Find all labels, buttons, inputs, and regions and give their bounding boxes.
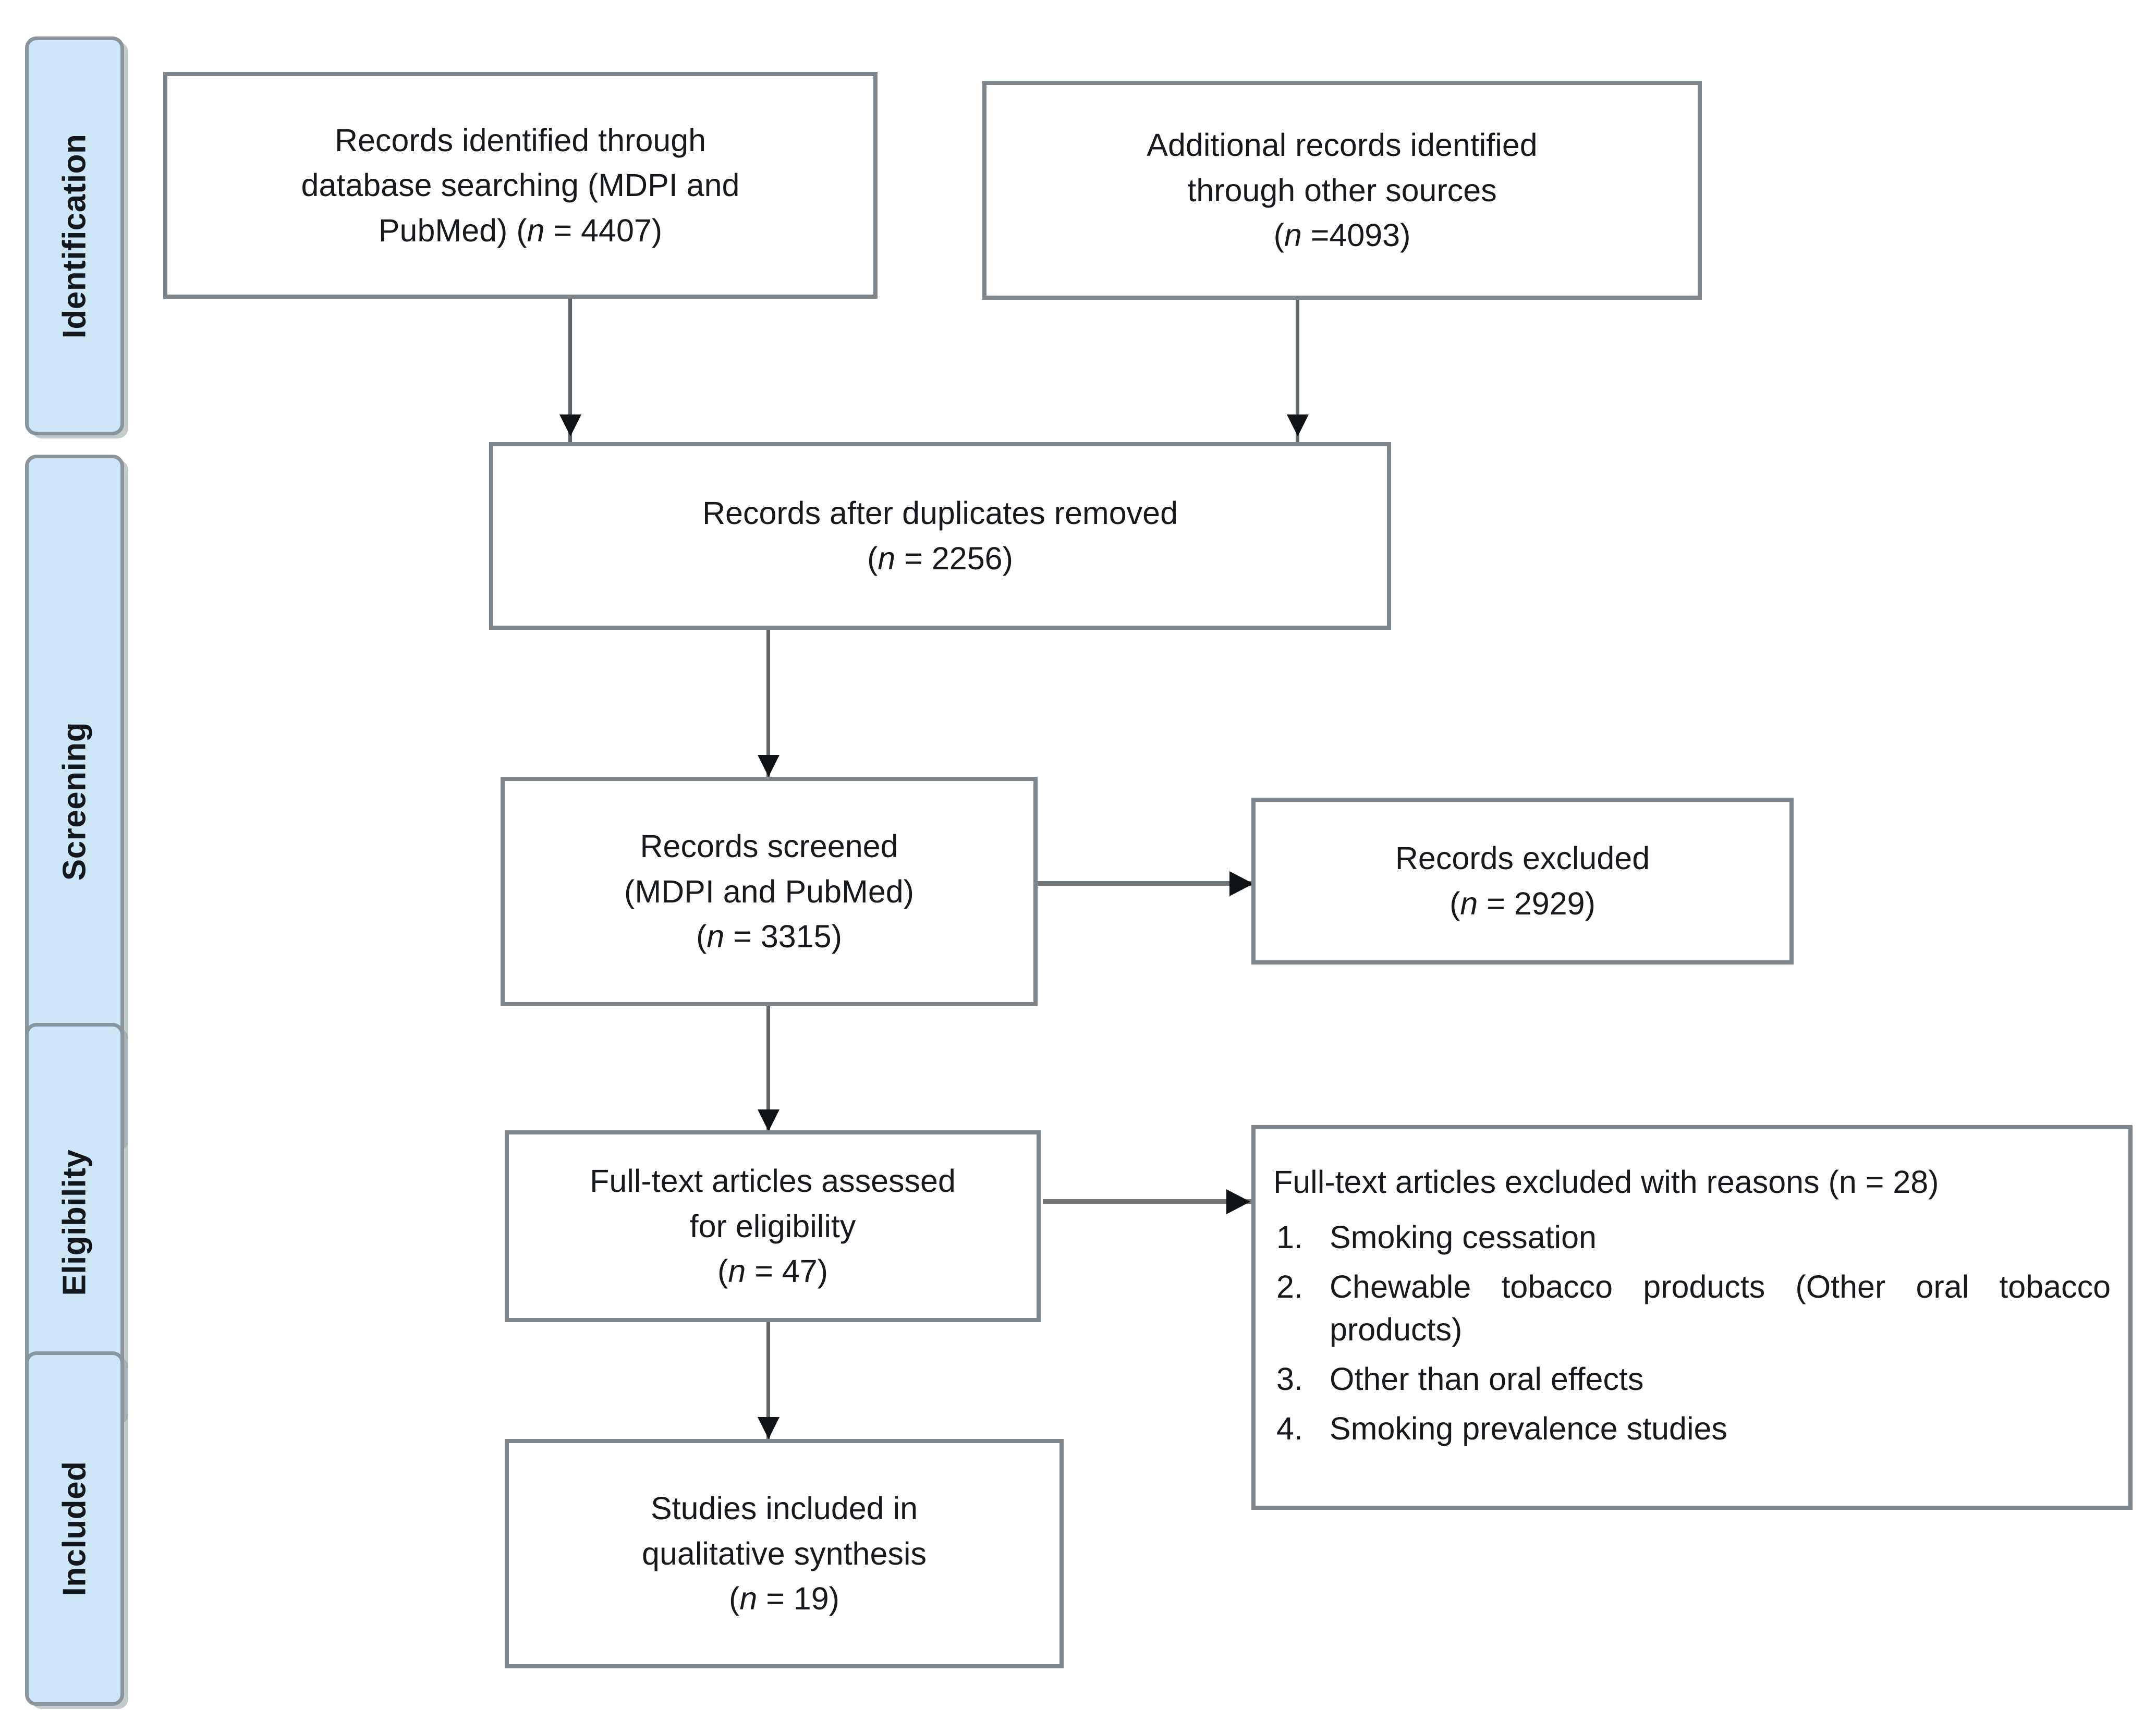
fulltext-n-symbol: n xyxy=(728,1253,746,1289)
arrowhead-duplicates-to-screened xyxy=(758,755,779,777)
exclusion-reason-item: 3. Other than oral effects xyxy=(1273,1358,2111,1400)
arrowhead-dbsearch-to-duplicates xyxy=(559,414,581,436)
connector-screened-to-excluded xyxy=(1035,881,1259,886)
node-records-identified-database: Records identified through database sear… xyxy=(163,72,878,299)
other-sources-line3-post: =4093) xyxy=(1301,217,1411,253)
arrowhead-fulltext-to-included xyxy=(758,1417,779,1439)
excluded-n-symbol: n xyxy=(1460,886,1478,921)
screened-line3-post: = 3315) xyxy=(724,919,842,955)
node-studies-included-qualitative-synthesis-text: Studies included in qualitative synthesi… xyxy=(632,1486,936,1621)
node-records-screened-text: Records screened (MDPI and PubMed) (n = … xyxy=(615,824,923,959)
fulltext-line3-post: = 47) xyxy=(746,1253,828,1289)
reason-1-text: Smoking cessation xyxy=(1330,1219,1597,1255)
included-line3-pre: ( xyxy=(729,1581,740,1617)
reason-2-text: Chewable tobacco products (Other oral to… xyxy=(1330,1269,2111,1347)
connector-fulltext-to-included xyxy=(766,1319,770,1449)
stage-eligibility-label: Eligibility xyxy=(56,1149,93,1296)
connector-screened-to-fulltext xyxy=(766,1006,770,1142)
node-studies-included-qualitative-synthesis: Studies included in qualitative synthesi… xyxy=(505,1439,1064,1668)
other-sources-line2: through other sources xyxy=(1187,172,1497,208)
duplicates-line1: Records after duplicates removed xyxy=(702,495,1178,531)
db-search-line3-post: = 4407) xyxy=(544,212,663,248)
arrowhead-screened-to-excluded xyxy=(1229,871,1253,896)
reasons-heading: Full-text articles excluded with reasons… xyxy=(1273,1162,2111,1203)
fulltext-line3-pre: ( xyxy=(717,1253,728,1289)
stage-identification-label: Identification xyxy=(56,133,93,338)
node-fulltext-assessed-eligibility-text: Full-text articles assessed for eligibil… xyxy=(580,1158,965,1294)
connector-duplicates-to-screened xyxy=(766,630,770,781)
duplicates-n-symbol: n xyxy=(878,541,896,576)
stage-included: Included xyxy=(25,1351,124,1706)
included-line1: Studies included in xyxy=(650,1491,918,1527)
fulltext-line1: Full-text articles assessed xyxy=(590,1163,956,1199)
reason-4-text: Smoking prevalence studies xyxy=(1330,1410,1727,1446)
fulltext-line2: for eligibility xyxy=(689,1208,856,1244)
connector-fulltext-to-reasons xyxy=(1043,1199,1257,1204)
node-fulltext-assessed-eligibility: Full-text articles assessed for eligibil… xyxy=(505,1130,1041,1322)
node-records-after-duplicates-removed-text: Records after duplicates removed (n = 22… xyxy=(693,491,1187,581)
node-records-after-duplicates-removed: Records after duplicates removed (n = 22… xyxy=(489,442,1391,630)
other-sources-line1: Additional records identified xyxy=(1147,127,1538,163)
node-records-excluded: Records excluded (n = 2929) xyxy=(1251,798,1794,965)
arrowhead-othersources-to-duplicates xyxy=(1287,414,1309,436)
excluded-line1: Records excluded xyxy=(1395,840,1650,876)
excluded-line2-post: = 2929) xyxy=(1478,886,1595,921)
reason-4-number: 4. xyxy=(1276,1410,1303,1446)
duplicates-line2-post: = 2256) xyxy=(895,541,1013,576)
node-records-screened: Records screened (MDPI and PubMed) (n = … xyxy=(501,777,1038,1006)
screened-line3-pre: ( xyxy=(696,919,707,955)
connector-othersources-to-duplicates xyxy=(1296,297,1299,443)
stage-screening-label: Screening xyxy=(56,722,93,881)
db-search-line1: Records identified through xyxy=(334,122,707,158)
exclusion-reason-item: 1. Smoking cessation xyxy=(1273,1216,2111,1259)
excluded-line2-pre: ( xyxy=(1449,886,1460,921)
node-fulltext-excluded-with-reasons: Full-text articles excluded with reasons… xyxy=(1251,1125,2133,1510)
reason-3-text: Other than oral effects xyxy=(1330,1361,1644,1397)
node-records-excluded-text: Records excluded (n = 2929) xyxy=(1386,836,1659,926)
exclusion-reason-item: 4. Smoking prevalence studies xyxy=(1273,1408,2111,1450)
reason-2-number: 2. xyxy=(1276,1269,1303,1305)
screened-line1: Records screened xyxy=(640,828,898,864)
reasons-head-post: = 28) xyxy=(1856,1164,1939,1200)
connector-dbsearch-to-duplicates xyxy=(568,297,572,443)
other-sources-n-symbol: n xyxy=(1284,217,1302,253)
stage-identification: Identification xyxy=(25,36,124,435)
node-records-identified-database-text: Records identified through database sear… xyxy=(292,118,749,253)
reason-1-number: 1. xyxy=(1276,1219,1303,1255)
exclusion-reasons-list: 1. Smoking cessation 2. Chewable tobacco… xyxy=(1273,1216,2111,1450)
included-line3-post: = 19) xyxy=(757,1581,839,1617)
reason-3-number: 3. xyxy=(1276,1361,1303,1397)
screened-line2: (MDPI and PubMed) xyxy=(624,873,914,909)
stage-included-label: Included xyxy=(56,1461,93,1596)
included-line2: qualitative synthesis xyxy=(642,1535,927,1571)
db-search-line3-pre: PubMed) ( xyxy=(378,212,527,248)
duplicates-line2-pre: ( xyxy=(867,541,878,576)
exclusion-reason-item: 2. Chewable tobacco products (Other oral… xyxy=(1273,1266,2111,1350)
node-additional-records-other-sources-text: Additional records identified through ot… xyxy=(1137,123,1546,258)
db-search-line2: database searching (MDPI and xyxy=(301,167,740,203)
other-sources-line3-pre: ( xyxy=(1273,217,1284,253)
arrowhead-screened-to-fulltext xyxy=(758,1109,779,1131)
node-additional-records-other-sources: Additional records identified through ot… xyxy=(982,81,1702,300)
reasons-head-pre: Full-text articles excluded with reasons… xyxy=(1273,1164,1839,1200)
included-n-symbol: n xyxy=(739,1581,758,1617)
screened-n-symbol: n xyxy=(707,919,725,955)
arrowhead-fulltext-to-reasons xyxy=(1226,1189,1250,1214)
db-search-n-symbol: n xyxy=(527,212,545,248)
reasons-n-symbol: n xyxy=(1838,1164,1857,1200)
